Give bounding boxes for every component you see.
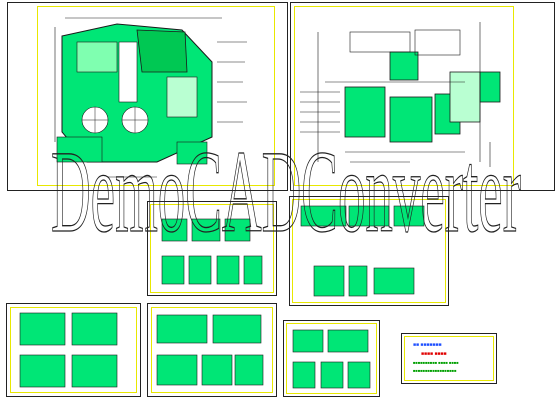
title-block-line-4: ■■■■■■■■■■■■■■■■■■ [413, 368, 457, 373]
bottom-1-drawing [19, 312, 118, 388]
bottom-3-drawing [292, 329, 371, 389]
detail-right-drawing [300, 205, 425, 297]
sheet-floor-plan-b[interactable] [290, 2, 555, 191]
sheet-title-block[interactable]: ■■ ■■■■■■■ ■■■■ ■■■■ ■■■■■■■■■■ ■■■■ ■■■… [401, 333, 497, 384]
sheet-bottom-3[interactable] [283, 320, 380, 397]
title-block-line-1: ■■ ■■■■■■■ [413, 342, 442, 348]
title-block-line-2: ■■■■ ■■■■ [421, 351, 447, 357]
sheet-bottom-1[interactable] [6, 303, 141, 397]
floor-plan-a-drawing [54, 17, 247, 178]
title-block-line-3: ■■■■■■■■■■ ■■■■ ■■■■ [413, 360, 459, 365]
detail-middle-drawing [161, 218, 263, 285]
sheet-detail-right[interactable] [289, 196, 449, 306]
sheet-detail-middle[interactable] [147, 201, 277, 296]
floor-plan-b-drawing [300, 22, 501, 167]
bottom-2-drawing [156, 314, 264, 386]
sheet-bottom-2[interactable] [147, 303, 277, 397]
sheet-floor-plan-a[interactable] [7, 2, 288, 191]
